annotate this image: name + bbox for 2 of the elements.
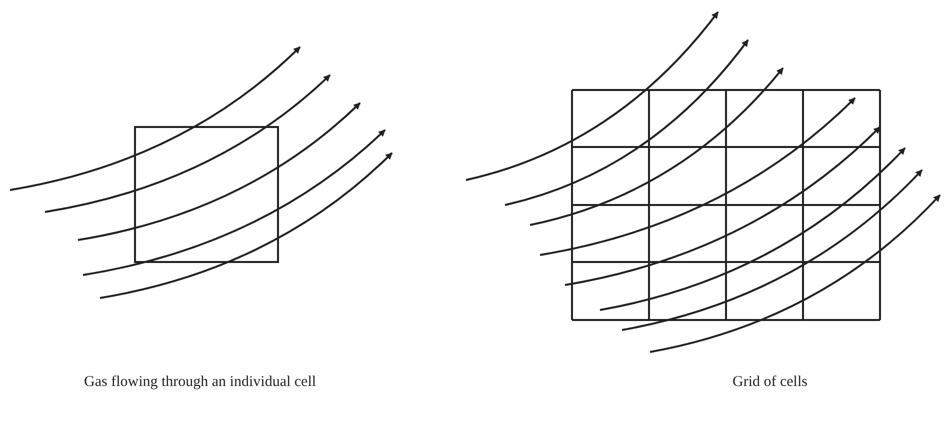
caption: Grid of cells [732, 374, 808, 391]
caption: Gas flowing through an individual cell [84, 374, 316, 391]
